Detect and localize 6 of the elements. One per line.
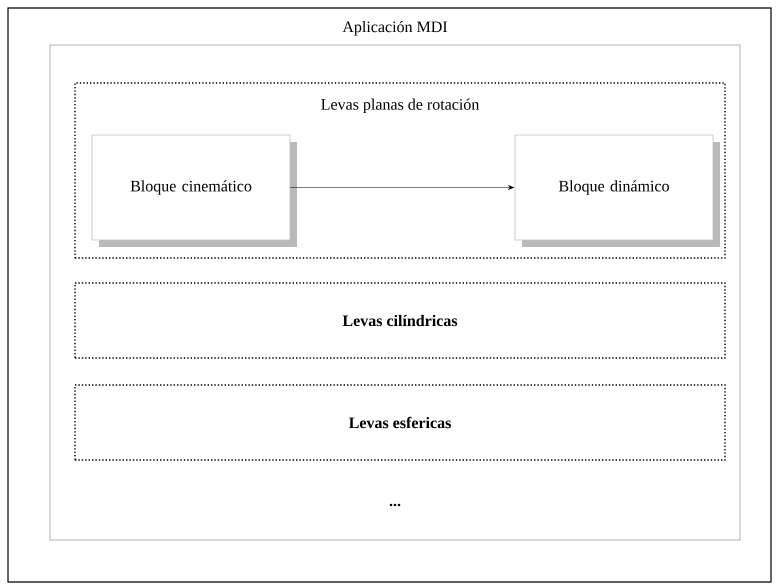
node-label: Aplicación MDI [342,20,448,36]
ellipsis-text: ... [390,504,400,506]
dotted-group-box: Levas esfericas [74,384,726,461]
process-box: Bloque dinámico [514,134,720,247]
process-box: Bloque cinemático [92,134,297,247]
dotted-group-box: Levas cilíndricas [74,282,726,359]
